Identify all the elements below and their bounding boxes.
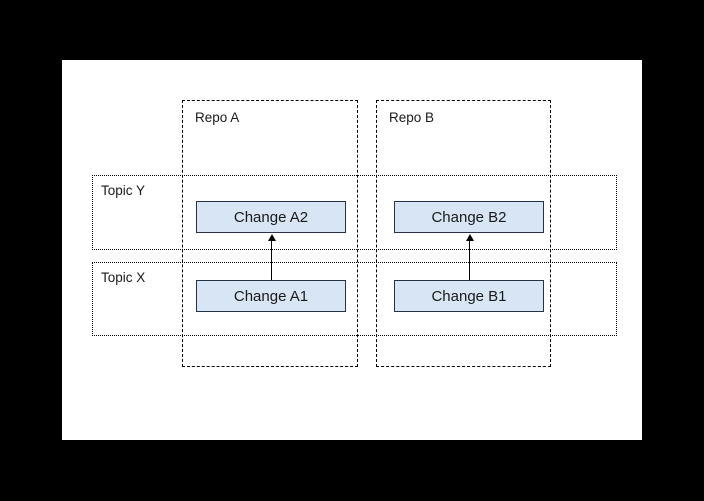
change-b2-box: Change B2 (394, 201, 544, 233)
arrowhead-up-icon (267, 234, 276, 241)
change-b1-box: Change B1 (394, 280, 544, 312)
diagram-canvas: Repo A Repo B Topic Y Topic X Change A2 … (62, 60, 642, 440)
change-b2-label: Change B2 (431, 208, 507, 226)
repo-a-label: Repo A (195, 110, 240, 125)
arrow-line (469, 238, 470, 280)
repo-b-label: Repo B (389, 110, 435, 125)
topic-x-label: Topic X (101, 270, 146, 285)
arrow-a1-to-a2 (267, 234, 276, 280)
change-a2-box: Change A2 (196, 201, 346, 233)
change-b1-label: Change B1 (431, 287, 507, 305)
topic-y-container: Topic Y (92, 175, 617, 250)
change-a2-label: Change A2 (233, 208, 309, 226)
arrow-b1-to-b2 (465, 234, 474, 280)
topic-x-container: Topic X (92, 262, 617, 336)
topic-y-label: Topic Y (101, 183, 146, 198)
change-a1-label: Change A1 (233, 287, 309, 305)
repo-a-container: Repo A (182, 100, 358, 367)
arrowhead-up-icon (465, 234, 474, 241)
repo-b-container: Repo B (376, 100, 551, 367)
arrow-line (271, 238, 272, 280)
change-a1-box: Change A1 (196, 280, 346, 312)
